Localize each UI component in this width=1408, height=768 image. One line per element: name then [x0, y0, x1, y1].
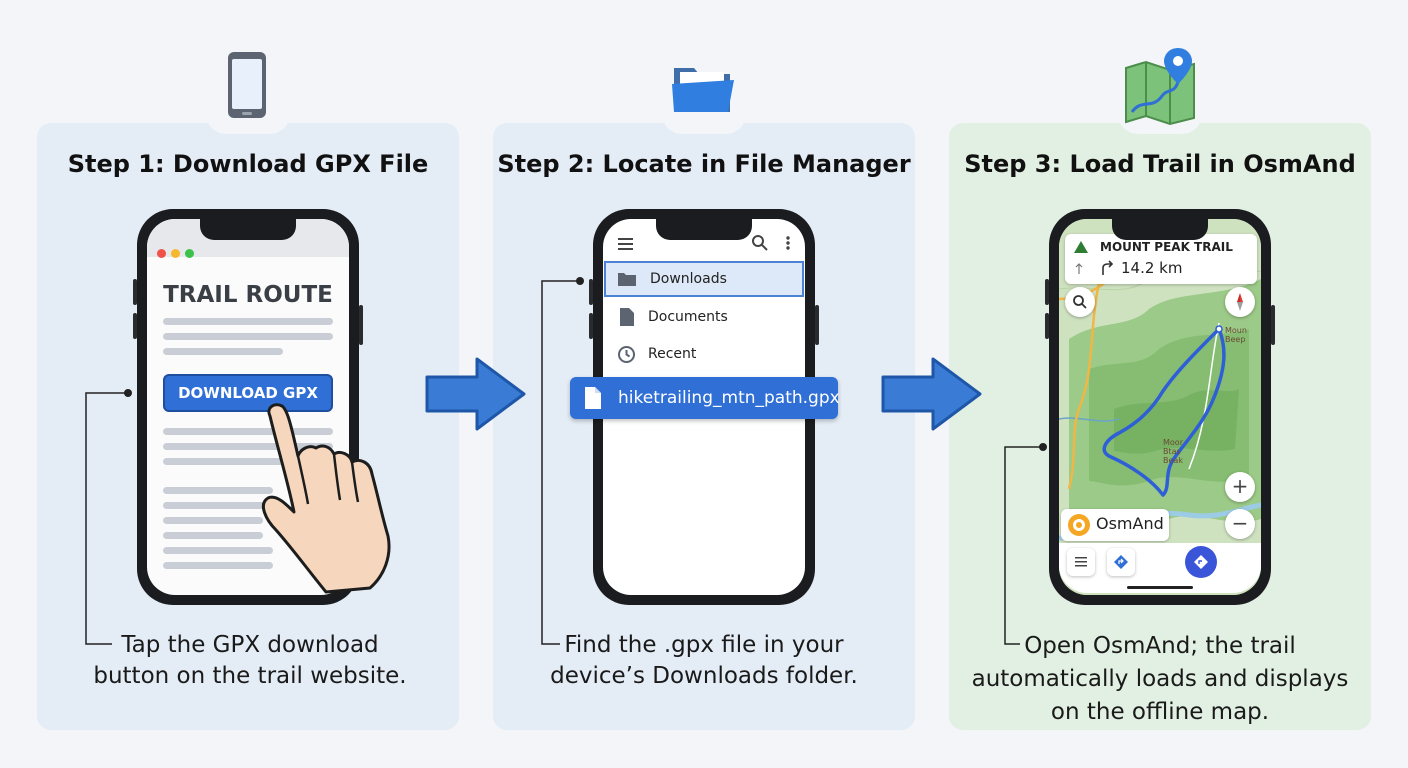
- phone-notch: [200, 218, 296, 240]
- step-1-badge: [206, 38, 290, 134]
- search-icon[interactable]: [751, 234, 769, 252]
- step-1-caption: Tap the GPX download button on the trail…: [80, 630, 420, 692]
- clock-icon: [618, 346, 635, 363]
- menu-button[interactable]: [1067, 548, 1095, 576]
- route-icon: [1102, 260, 1114, 275]
- text-line: [163, 333, 333, 340]
- compass-button[interactable]: [1225, 287, 1255, 317]
- power-button: [359, 305, 363, 345]
- map-label: Moun Beep: [1225, 326, 1247, 344]
- file-name: hiketrailing_mtn_path.gpx: [618, 388, 840, 408]
- volume-button: [589, 313, 593, 339]
- folder-row-documents[interactable]: Documents: [604, 299, 804, 335]
- directions-button[interactable]: [1107, 548, 1135, 576]
- map-label-line: Btas: [1163, 447, 1181, 456]
- map-search-button[interactable]: [1065, 287, 1095, 317]
- text-line: [163, 428, 333, 435]
- map-pin-icon: [1125, 48, 1195, 126]
- caption-line: device’s Downloads folder.: [550, 663, 858, 689]
- power-button: [815, 305, 819, 345]
- volume-button: [1045, 313, 1049, 339]
- row-label: Documents: [648, 309, 728, 325]
- text-line: [163, 443, 333, 450]
- step-3-badge: [1118, 38, 1202, 134]
- trail-info-card[interactable]: [1065, 234, 1257, 284]
- text-line: [163, 532, 263, 539]
- arrow-right-icon: [881, 357, 982, 431]
- navigate-button[interactable]: [1185, 546, 1217, 578]
- phone-notch: [1112, 218, 1208, 240]
- navigation-icon: [1194, 555, 1208, 569]
- caption-line: Open OsmAnd; the trail: [1024, 633, 1296, 659]
- folder-icon: [672, 68, 734, 112]
- step-3-caption: Open OsmAnd; the trail automatically loa…: [960, 630, 1360, 729]
- volume-button: [1045, 279, 1049, 305]
- folder-row-downloads[interactable]: Downloads: [604, 261, 804, 297]
- text-line: [163, 502, 273, 509]
- menu-icon[interactable]: [617, 237, 635, 251]
- zoom-in-button[interactable]: +: [1225, 472, 1255, 502]
- map-label-line: Beak: [1163, 456, 1183, 465]
- zoom-out-button[interactable]: −: [1225, 509, 1255, 539]
- minimize-dot-icon[interactable]: [171, 249, 180, 258]
- step-3-title: Step 3: Load Trail in OsmAnd: [964, 150, 1356, 178]
- pointing-hand-icon: [262, 403, 391, 594]
- volume-button: [589, 279, 593, 305]
- mountain-icon: [1074, 241, 1088, 253]
- text-line: [163, 348, 283, 355]
- home-indicator: [1127, 586, 1193, 589]
- folder-icon: [618, 273, 636, 286]
- volume-button: [133, 279, 137, 305]
- map-label-line: Moun: [1225, 326, 1247, 335]
- more-vert-icon[interactable]: [784, 235, 792, 251]
- maximize-dot-icon[interactable]: [185, 249, 194, 258]
- volume-button: [133, 313, 137, 339]
- text-line: [163, 318, 333, 325]
- route-marker-icon: [1075, 263, 1083, 274]
- step-2-title: Step 2: Locate in File Manager: [497, 150, 911, 178]
- download-gpx-button[interactable]: DOWNLOAD GPX: [163, 374, 333, 412]
- caption-line: Find the .gpx file in your: [564, 632, 844, 658]
- text-line: [163, 562, 273, 569]
- text-line: [163, 547, 273, 554]
- trail-distance: 14.2 km: [1121, 259, 1183, 277]
- close-dot-icon[interactable]: [157, 249, 166, 258]
- osmand-logo-icon: [1068, 514, 1090, 536]
- step-1-title: Step 1: Download GPX File: [67, 150, 429, 178]
- arrow-right-icon: [425, 357, 526, 431]
- phone-notch: [656, 218, 752, 240]
- osmand-app-name: OsmAnd: [1096, 514, 1164, 533]
- document-icon: [620, 308, 634, 326]
- map-label-line: Beep: [1225, 335, 1246, 344]
- step-2-badge: [662, 38, 746, 134]
- caption-line: button on the trail website.: [93, 663, 407, 689]
- trail-name: MOUNT PEAK TRAIL: [1100, 240, 1233, 254]
- text-line: [163, 517, 263, 524]
- caption-line: Tap the GPX download: [121, 632, 379, 658]
- file-icon: [585, 387, 601, 409]
- web-heading: TRAIL ROUTE: [163, 282, 333, 308]
- smartphone-icon: [228, 52, 266, 118]
- step-2-caption: Find the .gpx file in your device’s Down…: [534, 630, 874, 692]
- row-label: Downloads: [650, 271, 727, 287]
- directions-icon: [1114, 555, 1128, 569]
- text-line: [163, 487, 273, 494]
- power-button: [1271, 305, 1275, 345]
- gpx-file-item[interactable]: hiketrailing_mtn_path.gpx: [570, 377, 840, 419]
- text-line: [163, 458, 293, 465]
- caption-line: on the offline map.: [1050, 699, 1270, 725]
- map-label-line: Moor: [1163, 438, 1183, 447]
- search-icon: [1073, 295, 1087, 309]
- caption-line: automatically loads and displays: [971, 666, 1349, 692]
- folder-row-recent[interactable]: Recent: [604, 336, 804, 372]
- list-icon: [1075, 557, 1087, 567]
- compass-icon: [1237, 293, 1243, 311]
- row-label: Recent: [648, 346, 697, 362]
- map-label: Moor Btas Beak: [1163, 438, 1183, 465]
